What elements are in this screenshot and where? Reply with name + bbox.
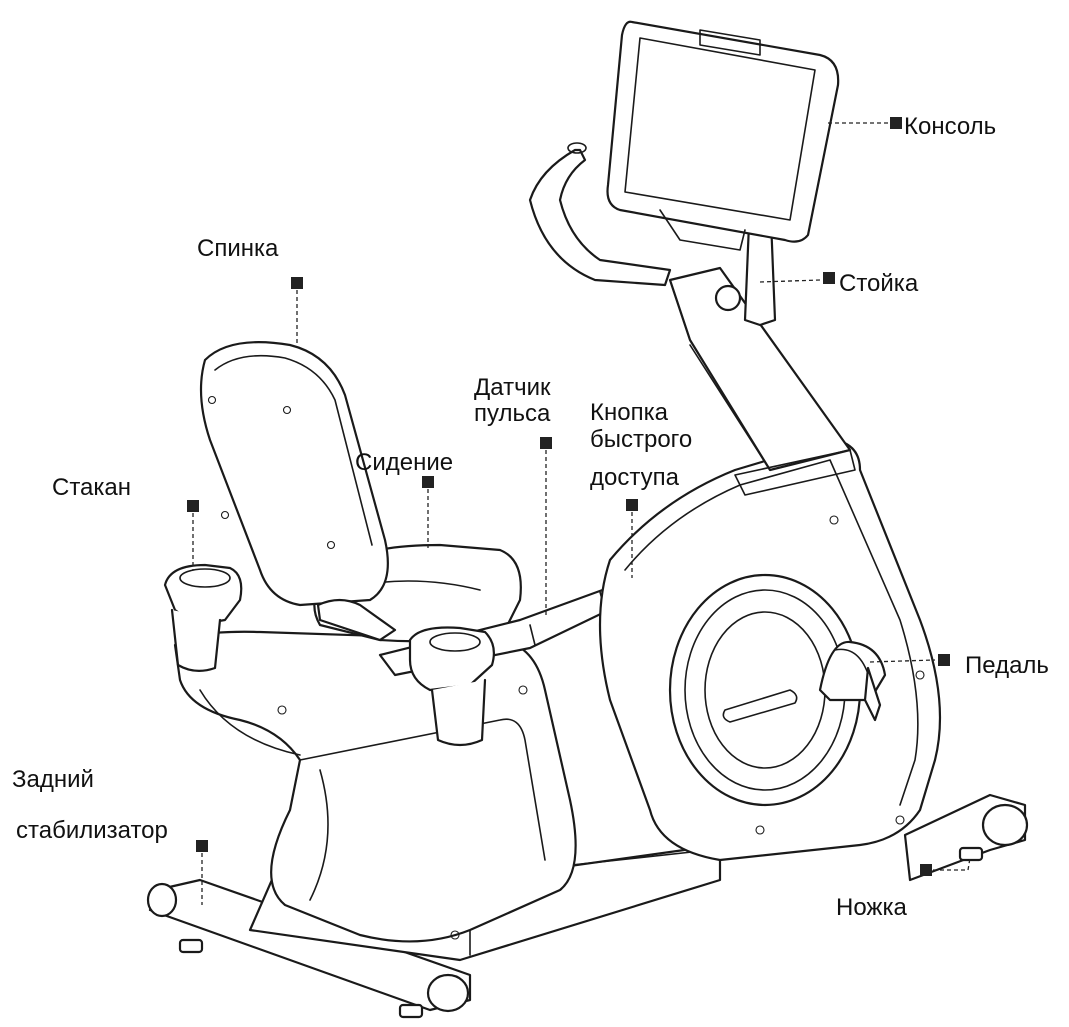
label-console: Консоль <box>904 113 996 140</box>
label-cup: Стакан <box>52 474 131 501</box>
label-pedal: Педаль <box>965 652 1049 679</box>
bike-illustration <box>146 20 1029 1019</box>
label-pulse-line1: Датчик <box>474 374 551 401</box>
callout-foot: Ножка <box>836 857 971 921</box>
callout-pedal: Педаль <box>869 652 1049 679</box>
label-rear-line2: стабилизатор <box>16 817 168 844</box>
callout-backrest: Спинка <box>197 235 303 345</box>
label-quick-line3: доступа <box>590 464 680 491</box>
callout-post: Стойка <box>759 270 919 297</box>
label-foot: Ножка <box>836 894 907 921</box>
label-seat: Сидение <box>355 449 453 476</box>
label-rear-line1: Задний <box>12 766 94 793</box>
callout-quick-button: Кнопка быстрого доступа <box>590 399 692 578</box>
main-housing <box>598 438 942 862</box>
front-stabilizer <box>903 793 1029 882</box>
callout-seat: Сидение <box>355 449 453 548</box>
label-post: Стойка <box>839 270 919 297</box>
rear-stabilizer <box>146 878 472 1019</box>
label-backrest: Спинка <box>197 235 279 262</box>
label-quick-line2: быстрого <box>590 426 692 453</box>
console <box>606 20 840 251</box>
label-pulse-line2: пульса <box>474 400 551 427</box>
pedal <box>818 640 887 722</box>
callout-cup: Стакан <box>52 474 199 570</box>
label-quick-line1: Кнопка <box>590 399 669 426</box>
callout-rear-stabilizer: Задний стабилизатор <box>12 766 208 905</box>
upright-post <box>668 266 856 496</box>
callout-pulse-sensor: Датчик пульса <box>474 374 552 618</box>
cup-holder-rear <box>163 563 243 672</box>
backrest <box>199 341 389 607</box>
callout-console: Консоль <box>828 113 996 140</box>
cup-holder-front <box>408 626 495 747</box>
